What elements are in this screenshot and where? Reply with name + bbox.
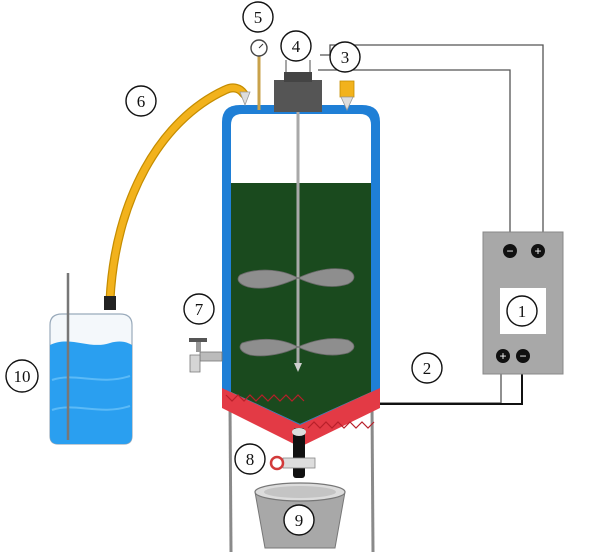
svg-text:3: 3 (341, 48, 350, 67)
tap (189, 338, 223, 373)
sensor-probe (339, 80, 355, 111)
number-labels: 1 2 3 4 5 6 7 8 (5, 1, 538, 536)
impeller-upper (237, 268, 355, 289)
svg-text:4: 4 (292, 37, 301, 56)
label-6: 6 (125, 85, 157, 117)
terminal-top-left (503, 244, 517, 258)
hose-end-reactor (239, 91, 251, 107)
svg-text:8: 8 (246, 450, 255, 469)
terminal-top-right (531, 244, 545, 258)
label-9: 9 (283, 504, 315, 536)
label-5: 5 (242, 1, 274, 33)
impeller-lower (239, 338, 355, 357)
label-7: 7 (183, 293, 215, 325)
motor (274, 60, 322, 112)
wire-sensor (318, 69, 511, 240)
terminal-bottom-right (516, 349, 530, 363)
svg-text:1: 1 (518, 302, 527, 321)
terminal-top-right-sign: + (534, 244, 541, 258)
svg-text:5: 5 (254, 8, 263, 27)
wire-motor (320, 44, 544, 240)
label-2: 2 (411, 352, 443, 384)
terminal-bottom-right-sign: − (519, 349, 526, 363)
stirrer (237, 90, 355, 372)
water (50, 341, 132, 444)
outlet-pipe (292, 428, 306, 478)
hose-end-jar (104, 296, 116, 310)
water-jar (49, 273, 133, 445)
svg-text:9: 9 (295, 511, 304, 530)
terminal-bottom-left-sign: + (499, 349, 506, 363)
terminal-top-left-sign: − (506, 244, 513, 258)
svg-text:2: 2 (423, 359, 432, 378)
svg-text:10: 10 (14, 367, 31, 386)
terminal-bottom-left (496, 349, 510, 363)
label-4: 4 (280, 30, 312, 62)
heater-pattern (225, 394, 375, 429)
culture-liquid (231, 183, 371, 424)
support-legs (228, 404, 375, 552)
stirrer-tip (294, 363, 302, 372)
valve (269, 455, 316, 471)
label-3: 3 (329, 41, 361, 73)
gauge (250, 39, 268, 110)
label-1: 1 (506, 295, 538, 327)
svg-text:7: 7 (195, 300, 204, 319)
label-10: 10 (5, 359, 39, 393)
hose (104, 83, 251, 310)
label-8: 8 (234, 443, 266, 475)
svg-text:6: 6 (137, 92, 146, 111)
